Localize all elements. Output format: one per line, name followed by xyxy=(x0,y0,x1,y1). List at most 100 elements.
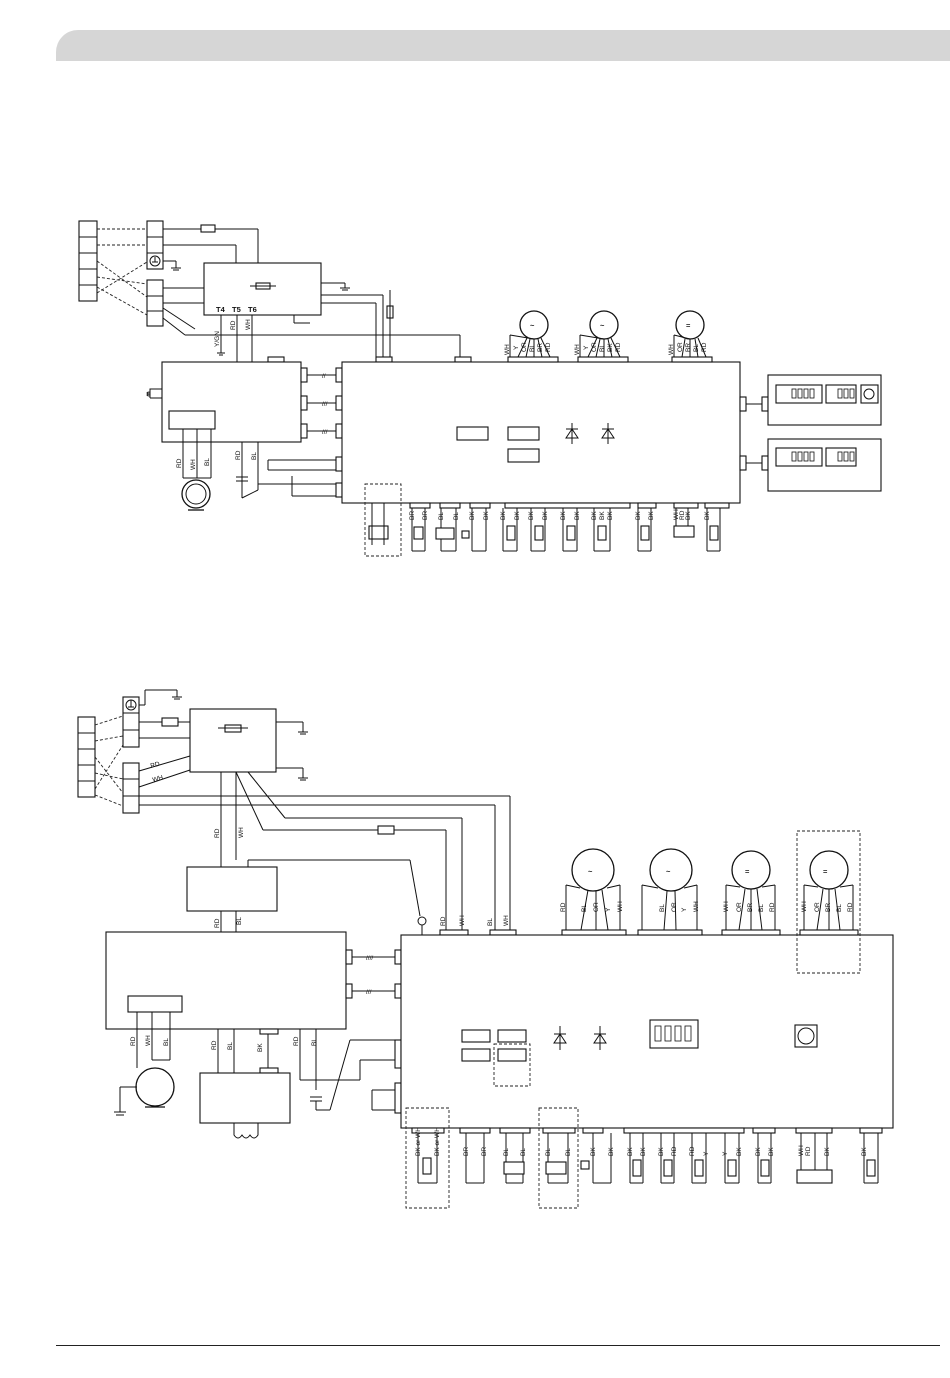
wire-label: OR xyxy=(677,342,684,352)
thermistor-icon xyxy=(727,1159,737,1177)
wire-label: Y xyxy=(605,907,612,912)
wire-label: BL xyxy=(545,1148,552,1156)
svg-text:///: /// xyxy=(322,429,328,436)
wire-label: BL xyxy=(581,904,588,912)
wire-label: BR xyxy=(481,1147,488,1156)
wire-label: BK xyxy=(768,1147,775,1156)
bottom-connectors-top xyxy=(409,502,730,509)
wire-label: BR xyxy=(409,511,416,520)
optional-block-dashed xyxy=(405,1107,450,1209)
sensor-icon xyxy=(796,1169,833,1184)
wire-label: BK xyxy=(861,1147,868,1156)
optional-block-dashed xyxy=(796,830,861,974)
wire-label: BR xyxy=(685,343,692,352)
relay-block xyxy=(497,1048,527,1062)
header-band xyxy=(56,30,950,61)
step-motor-2: ~ xyxy=(577,310,629,363)
step-motor-1: ~ xyxy=(507,310,559,363)
sensor-icon xyxy=(673,525,695,538)
wire-label: RD xyxy=(214,828,221,838)
wire-label: RD xyxy=(150,761,161,770)
wire-label: BK xyxy=(469,511,476,520)
wire-label: WH xyxy=(617,901,624,912)
wire-label: WH xyxy=(245,319,252,330)
wire-label: BL xyxy=(599,344,606,352)
fan-icon: = xyxy=(745,867,750,876)
wire-label: WH xyxy=(668,344,675,355)
wire-label: WH xyxy=(190,459,197,470)
relay-block xyxy=(497,1029,527,1043)
wire-label: BK xyxy=(824,1147,831,1156)
step-motor-b1: ~ xyxy=(561,848,627,936)
wire-label: RD xyxy=(847,902,854,912)
inverter-board-bottom xyxy=(105,931,347,1030)
thermistor-icon xyxy=(506,525,516,541)
wire-label: BK or WH xyxy=(415,1127,422,1156)
fan-driver-chip xyxy=(168,410,216,430)
fuse-icon xyxy=(377,825,395,835)
terminal-block-bottom xyxy=(77,716,96,798)
sensor-icon xyxy=(422,1157,432,1175)
bottom-connectors-b xyxy=(411,1127,883,1134)
wire-label: WH xyxy=(152,774,165,784)
thermistor-icon xyxy=(709,525,719,541)
wire-label: RD xyxy=(230,320,237,330)
wire-label: BK xyxy=(704,511,711,520)
wire-label: BK xyxy=(483,511,490,520)
wire-label: WH xyxy=(238,827,245,838)
wire-label: OR xyxy=(521,342,528,352)
wire-label: BL xyxy=(529,344,536,352)
footer-rule xyxy=(56,1345,940,1346)
optional-block-dashed xyxy=(364,483,402,557)
wire-label: RD xyxy=(214,918,221,928)
wire-label: WH xyxy=(673,509,680,520)
wire-label: RD xyxy=(615,342,622,352)
ground-icon xyxy=(149,255,161,267)
step-motor-b2: ~ xyxy=(637,848,703,936)
reactor-box-bottom xyxy=(186,866,278,912)
wire-label: RD xyxy=(211,1040,218,1050)
wire-label: Y xyxy=(583,345,590,350)
step-motor-3: = xyxy=(671,310,713,363)
digit-display xyxy=(649,1019,699,1049)
wire-label: Y/GN xyxy=(214,331,221,347)
wiring-diagram-top: T4 T5 T6 Y/GN RD WH // xyxy=(78,220,882,557)
led-icon xyxy=(601,423,615,444)
relay-block xyxy=(461,1048,491,1062)
wire-label: BK xyxy=(500,511,507,520)
thermistor-icon xyxy=(597,525,607,541)
wire-label: BK xyxy=(514,511,521,520)
wire-label: BL xyxy=(503,1148,510,1156)
motor-icon: ~ xyxy=(530,321,535,330)
wire-label: RD xyxy=(701,342,708,352)
svg-text://: // xyxy=(322,373,326,380)
motor-icon: ~ xyxy=(666,867,671,876)
relay-block xyxy=(456,426,489,441)
wire-label: BK or WH xyxy=(434,1127,441,1156)
wire-label: RD xyxy=(689,1146,696,1156)
wire-label: BK xyxy=(608,1147,615,1156)
wire-label: BK xyxy=(755,1147,762,1156)
wire-label: BL xyxy=(204,458,211,466)
wire-label: Y xyxy=(703,1151,710,1156)
wire-label: OR xyxy=(591,342,598,352)
sensor-icon xyxy=(545,1161,567,1175)
wire-label: WH xyxy=(801,901,808,912)
thermistor-icon xyxy=(632,1159,642,1177)
fan-driver-chip xyxy=(127,995,183,1013)
wire-label: BR xyxy=(537,343,544,352)
wire-label: WH xyxy=(459,915,466,926)
wire-label: BL xyxy=(163,1038,170,1046)
fan-motor-icon xyxy=(135,1067,175,1107)
step-motor-b3: = xyxy=(721,850,781,936)
wire-label: BK xyxy=(257,1043,264,1052)
thermistor-icon xyxy=(663,1159,673,1177)
wire-label: Y xyxy=(722,1151,729,1156)
led-icon xyxy=(593,1026,607,1050)
wire-label: WH xyxy=(503,915,510,926)
coil-icon xyxy=(233,1123,259,1139)
wire-label: BL xyxy=(438,512,445,520)
wire-label: OR xyxy=(736,902,743,912)
wire-label: BR xyxy=(422,511,429,520)
wire-label: BK xyxy=(607,511,614,520)
